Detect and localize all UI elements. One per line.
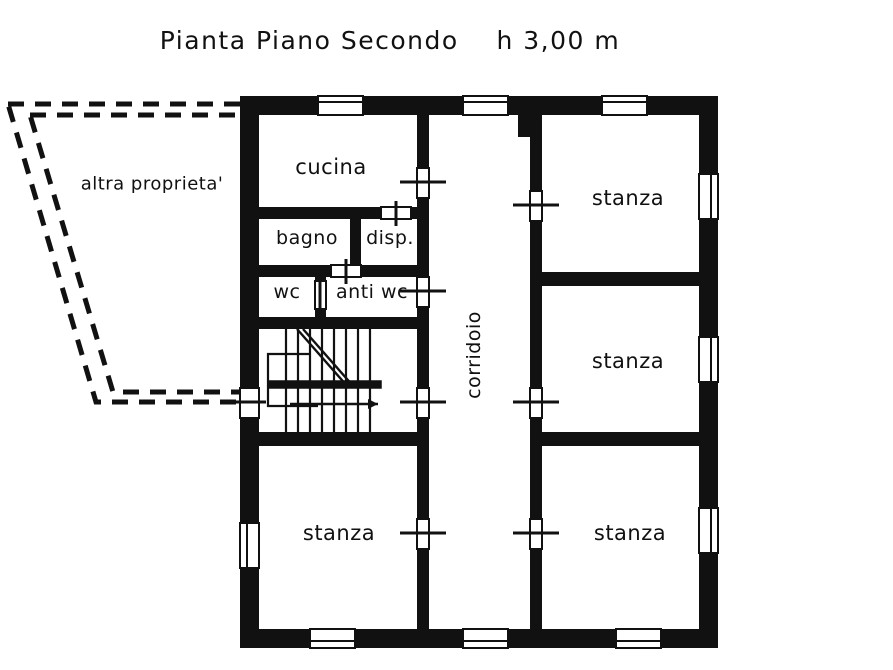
label-altra-proprieta: altra proprieta': [80, 173, 224, 195]
label-stanza-sw: stanza: [302, 521, 376, 545]
label-cucina: cucina: [295, 155, 367, 179]
window-bottom-1: [309, 628, 356, 649]
corridor-top-right-nib: [518, 115, 542, 137]
label-stanza-ne: stanza: [591, 186, 665, 210]
label-bagno: bagno: [276, 227, 338, 249]
windows: [239, 95, 719, 649]
staircase: [266, 328, 382, 432]
door-disp-cucina: [380, 201, 412, 226]
altra-proprieta-outline: [4, 101, 246, 405]
interior-wall-west-corridor: [417, 115, 429, 629]
stair-railing-outline: [266, 352, 318, 408]
window-bottom-2: [462, 628, 509, 649]
interior-wall-stanza-e-se: [542, 432, 699, 446]
stair-break-line: [296, 328, 355, 388]
window-top-2: [462, 95, 509, 116]
window-top-3: [601, 95, 648, 116]
label-stanza-se: stanza: [593, 521, 667, 545]
door-cucina-corridoio: [400, 167, 446, 199]
interior-wall-cucina-bottom: [259, 207, 417, 219]
door-exterior-left-stairroom: [224, 387, 266, 419]
page-title: Pianta Piano Secondo h 3,00 m: [159, 26, 621, 55]
door-corridoio-stanza-e: [513, 387, 559, 419]
window-right-3: [698, 507, 719, 554]
label-anti-wc: anti wc: [336, 281, 408, 303]
altra-proprieta-inner-dash: [26, 112, 246, 395]
window-left-1: [239, 522, 260, 569]
stair-handrail-bar: [267, 380, 382, 389]
label-wc: wc: [273, 281, 301, 303]
door-antiwc-corridoio: [400, 276, 446, 308]
interior-wall-stanza-ne-e: [542, 272, 699, 286]
altra-proprieta-outer-dash: [4, 101, 246, 405]
stair-direction-arrow: [290, 399, 378, 409]
window-right-2: [698, 336, 719, 383]
interior-wall-east-corridor: [530, 115, 542, 629]
label-corridoio: corridoio: [463, 311, 485, 399]
door-wc-antiwc: [314, 276, 327, 314]
window-top-1: [317, 95, 364, 116]
window-right-1: [698, 173, 719, 220]
label-disp: disp.: [366, 227, 414, 249]
door-corridoio-stanza-ne: [513, 190, 559, 222]
interior-wall-wc-bottom: [259, 317, 417, 329]
door-stairroom-corridoio: [400, 387, 446, 419]
window-bottom-3: [615, 628, 662, 649]
door-antiwc-disp: [330, 259, 362, 284]
interior-wall-stairroom-bottom: [259, 432, 417, 446]
doors: [224, 167, 559, 550]
interior-wall-bagno-disp: [350, 207, 361, 277]
door-stanza-sw-corridoio: [400, 518, 446, 550]
door-corridoio-stanza-se: [513, 518, 559, 550]
label-stanza-e: stanza: [591, 349, 665, 373]
